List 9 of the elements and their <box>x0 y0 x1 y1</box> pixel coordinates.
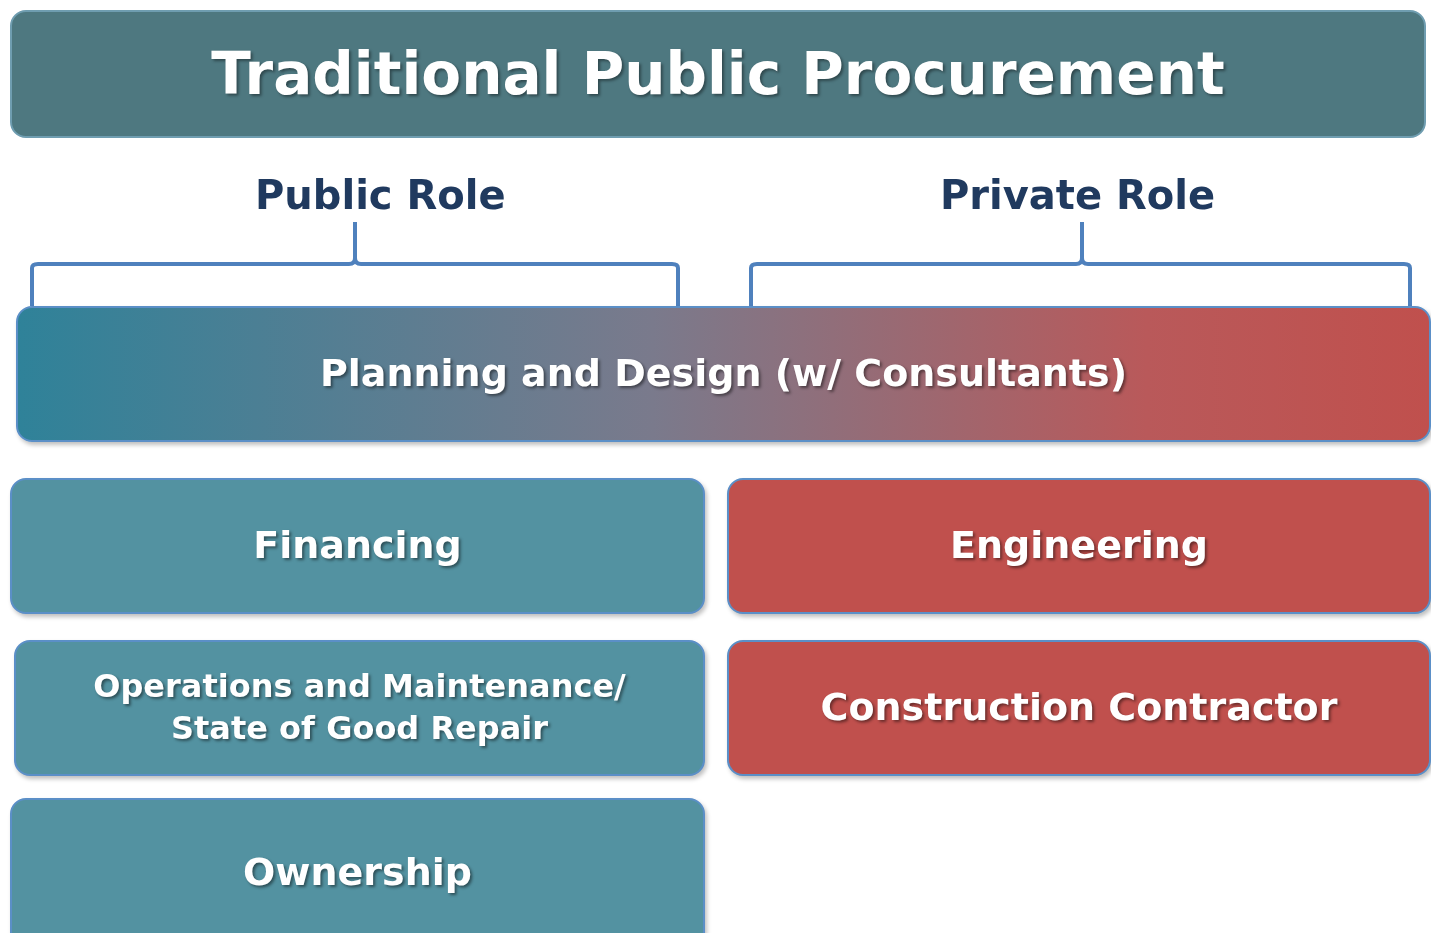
role-heading: Private Role <box>940 172 1216 218</box>
role-heading: Public Role <box>255 172 506 218</box>
process-box: Engineering <box>727 478 1431 614</box>
title-banner: Traditional Public Procurement <box>10 10 1426 138</box>
process-box: Financing <box>10 478 705 614</box>
process-bar: Planning and Design (w/ Consultants) <box>16 306 1431 442</box>
process-box: Operations and Maintenance/ State of Good Repair <box>14 640 705 776</box>
process-box: Ownership <box>10 798 705 933</box>
process-box: Construction Contractor <box>727 640 1431 776</box>
